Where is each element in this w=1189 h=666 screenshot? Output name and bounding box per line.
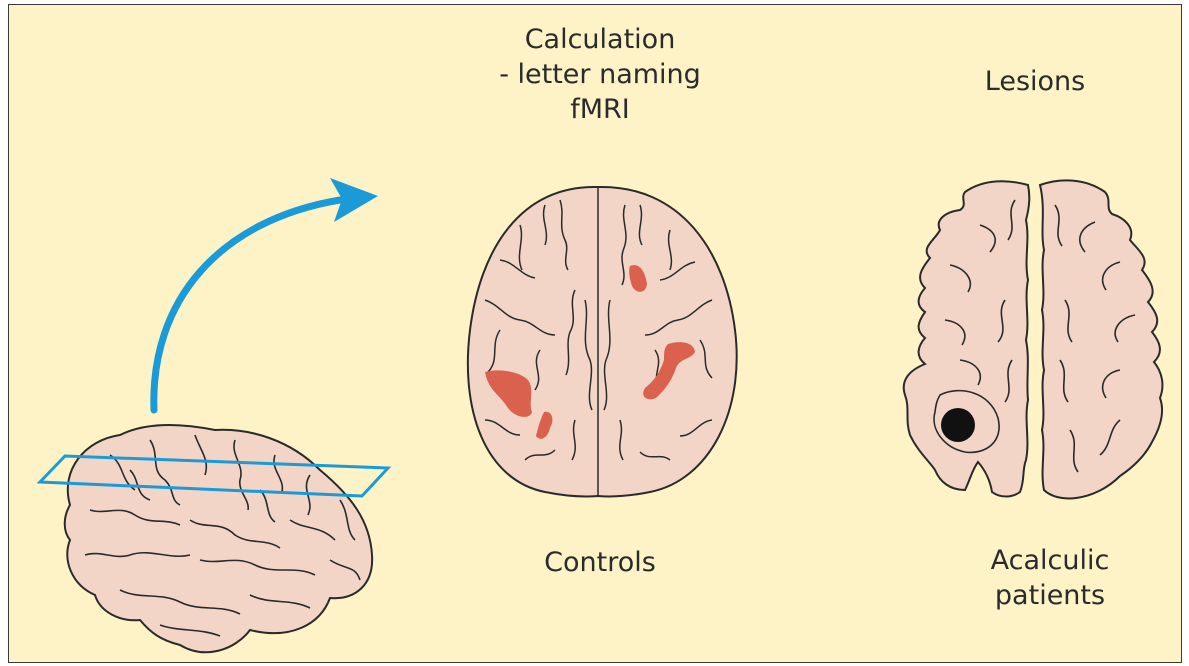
curved-arrow-icon (154, 178, 378, 410)
axial-slice-icon (468, 187, 737, 497)
controls-label: Controls (500, 545, 700, 580)
fmri-title: Calculation - letter naming fMRI (440, 22, 760, 127)
lesion-slice-icon (904, 180, 1163, 498)
lesion-icon (941, 408, 975, 442)
patients-label: Acalculic patients (950, 543, 1150, 613)
lesions-title: Lesions (940, 64, 1130, 99)
